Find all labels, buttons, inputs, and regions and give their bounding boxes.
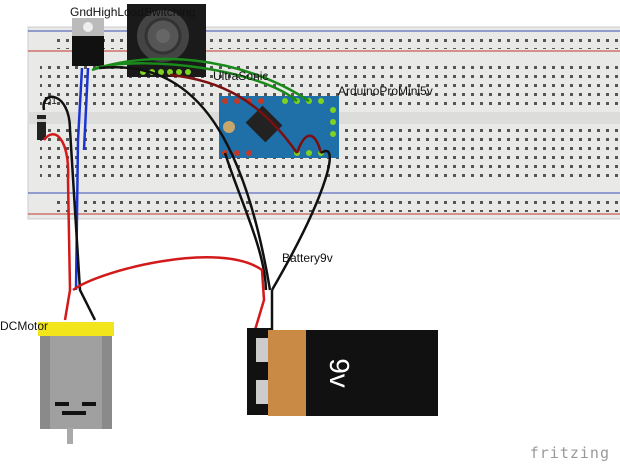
label-ultrasonic: UltraSonic bbox=[213, 69, 269, 83]
label-motor: DCMotor bbox=[0, 319, 49, 333]
ultrasonic-sensor[interactable] bbox=[127, 4, 206, 77]
label-arduino: ArduinoProMini5v bbox=[338, 84, 433, 98]
diode[interactable] bbox=[37, 115, 46, 140]
mosfet-transistor[interactable] bbox=[72, 18, 104, 66]
label-diode: D1 bbox=[44, 96, 57, 107]
wires bbox=[42, 57, 331, 331]
label-battery: Battery9v bbox=[282, 251, 333, 265]
label-switching: GndHighLoadSwitching bbox=[70, 5, 196, 19]
battery-9v[interactable]: 9v bbox=[247, 328, 438, 416]
fritzing-logo: fritzing bbox=[529, 444, 610, 462]
battery-text: 9v bbox=[324, 358, 355, 388]
dc-motor[interactable] bbox=[38, 322, 114, 444]
